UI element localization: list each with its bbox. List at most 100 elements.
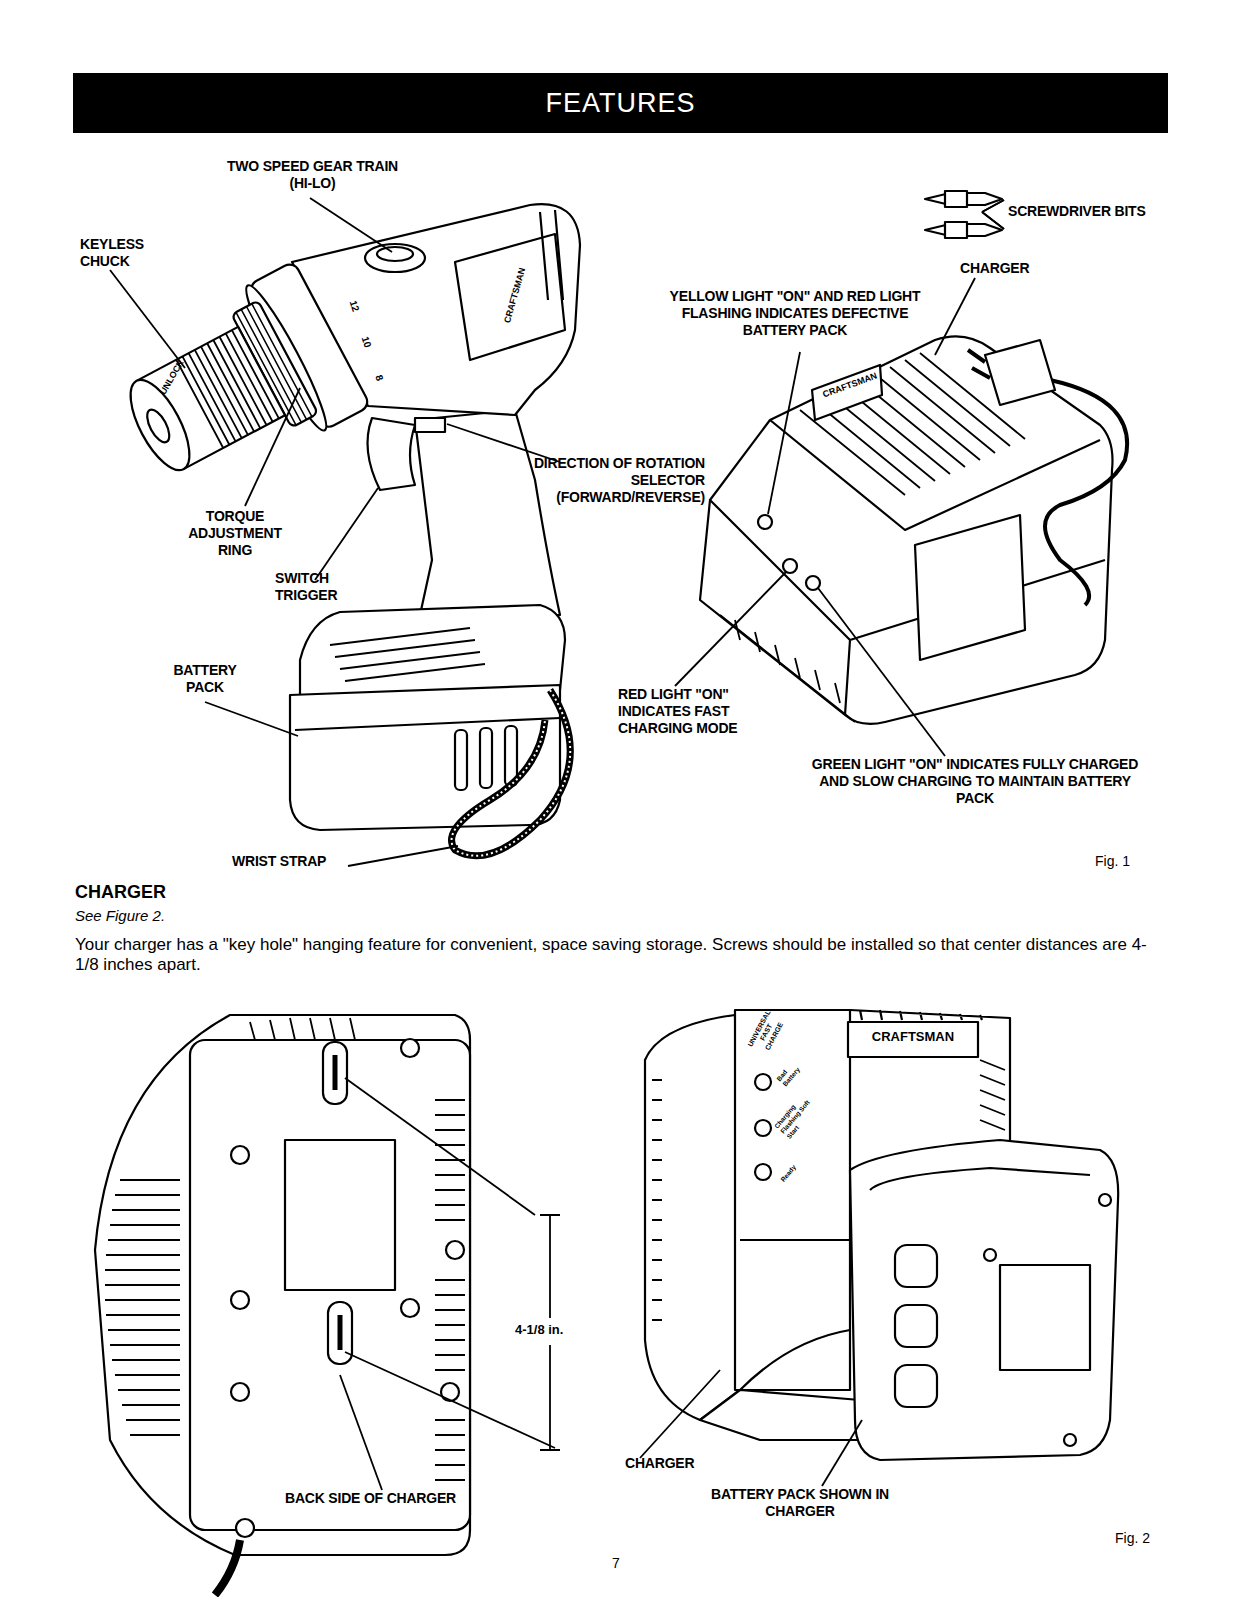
leader-line — [345, 1078, 535, 1215]
leader-line — [310, 198, 392, 252]
leader-line — [110, 198, 1004, 1490]
charger — [758, 515, 772, 529]
charger — [915, 515, 1025, 660]
callout-label: CHARGER — [960, 260, 1050, 277]
charger-back — [236, 1519, 254, 1537]
screwdriver-bit — [945, 222, 967, 238]
callout-label: BACK SIDE OF CHARGER — [285, 1490, 525, 1507]
callout-label: 4-1/8 in. — [515, 1322, 595, 1338]
charger-with-battery — [735, 1010, 850, 1390]
charger — [700, 336, 1113, 723]
battery-pack — [290, 685, 560, 830]
callout-label: GREEN LIGHT "ON" INDICATES FULLY CHARGED… — [810, 756, 1140, 806]
charger-with-battery — [1000, 1265, 1090, 1370]
charger-with-battery — [740, 1240, 850, 1390]
charger-with-battery — [870, 1168, 1090, 1190]
charger — [1045, 380, 1127, 605]
charger-back — [95, 1015, 470, 1555]
charger-with-battery — [700, 1390, 860, 1440]
charger-back — [441, 1383, 459, 1401]
callout-label: CRAFTSMAN — [848, 1029, 978, 1045]
charger-back — [446, 1241, 464, 1259]
charger-with-battery — [850, 1140, 1118, 1460]
leader-line — [315, 488, 378, 580]
leader-line — [818, 588, 945, 756]
charger-back — [231, 1383, 249, 1401]
body-text: Your charger has a "key hole" hanging fe… — [75, 935, 1170, 976]
charger-with-battery — [1099, 1194, 1111, 1206]
callout-label: TORQUE ADJUSTMENT RING — [170, 508, 300, 558]
charger-with-battery — [755, 1120, 771, 1136]
charger-with-battery — [645, 1015, 740, 1420]
callout-label: WRIST STRAP — [232, 853, 352, 870]
callout-label: BATTERY PACK SHOWN IN CHARGER — [705, 1486, 895, 1520]
wrist-strap — [452, 690, 571, 856]
callout-label: TWO SPEED GEAR TRAIN (HI-LO) — [225, 158, 400, 192]
leader-line — [110, 270, 185, 368]
drill-body — [377, 247, 413, 261]
charger-back — [401, 1039, 419, 1057]
drill-handle — [415, 410, 560, 615]
callout-label: See Figure 2. — [75, 907, 375, 925]
charger-back — [401, 1299, 419, 1317]
leader-line — [205, 702, 298, 736]
charger-with-battery — [652, 1080, 662, 1320]
callout-label: SCREWDRIVER BITS — [1008, 203, 1168, 220]
charger — [720, 615, 855, 722]
charger-back — [328, 1302, 352, 1364]
charger-with-battery — [895, 1245, 937, 1287]
charger-back — [285, 1140, 395, 1290]
charger-back — [435, 1100, 465, 1480]
callout-label: Fig. 2 — [1115, 1530, 1175, 1547]
callout-label: DIRECTION OF ROTATION SELECTOR (FORWARD/… — [515, 455, 705, 505]
charger-back — [215, 1540, 240, 1595]
callout-label: KEYLESS CHUCK — [80, 236, 175, 270]
charger-back — [231, 1291, 249, 1309]
drill-body — [365, 244, 425, 272]
leader-line — [982, 200, 1004, 229]
drill-body — [415, 418, 445, 432]
callout-label: CHARGER — [75, 882, 275, 904]
charger-with-battery — [980, 1060, 1005, 1130]
battery-pack — [455, 730, 467, 790]
leader-line — [935, 278, 975, 355]
page-title: FEATURES — [545, 88, 695, 119]
drill-handle — [368, 418, 416, 490]
charger — [806, 576, 820, 590]
drill-handle — [368, 410, 561, 615]
charger-back — [323, 1042, 347, 1104]
charger — [783, 559, 797, 573]
charger-back — [95, 1015, 470, 1595]
charger-back — [105, 1180, 180, 1435]
charger-with-battery — [848, 1022, 978, 1057]
battery-pack — [295, 718, 560, 730]
keyless-chuck — [176, 330, 279, 448]
keyless-chuck — [104, 261, 371, 507]
charger-with-battery — [755, 1164, 771, 1180]
charger-back — [190, 1040, 470, 1530]
leader-line — [345, 1352, 555, 1448]
charger — [968, 350, 990, 378]
charger-back — [250, 1018, 355, 1040]
battery-pack — [290, 605, 565, 830]
charger-with-battery — [984, 1249, 996, 1261]
callout-label: 7 — [612, 1555, 632, 1572]
callout-label: Fig. 1 — [1095, 853, 1155, 870]
charger — [985, 340, 1055, 405]
charger-back — [231, 1146, 249, 1164]
leader-line — [340, 1375, 382, 1490]
leader-line — [982, 200, 1004, 229]
leader-line — [348, 846, 458, 866]
illustration — [95, 191, 1127, 1595]
charger — [710, 420, 1105, 715]
screwdriver-bit — [945, 191, 967, 207]
battery-pack — [480, 728, 492, 788]
charger — [700, 336, 1127, 723]
keyless-chuck — [143, 406, 174, 445]
leader-line — [822, 1420, 862, 1486]
title-band: FEATURES — [73, 73, 1168, 133]
wrist-strap — [452, 690, 571, 856]
drill-body — [540, 210, 563, 300]
